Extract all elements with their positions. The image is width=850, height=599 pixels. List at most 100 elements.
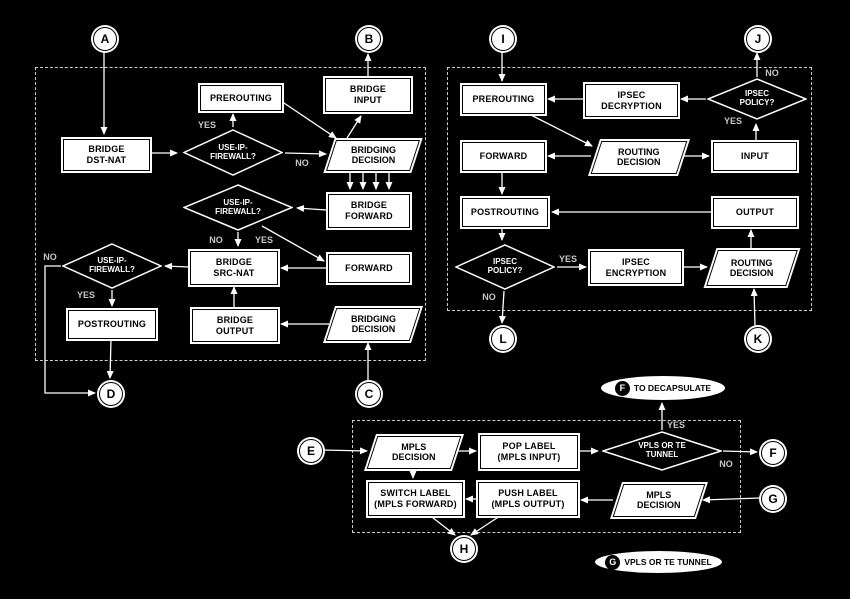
connector-f: F	[761, 441, 785, 465]
node-pop-label-mpls-input: POP LABEL (MPLS INPUT)	[480, 435, 578, 469]
connector-d: D	[99, 382, 123, 406]
node-ipsec-decryption: IPSEC DECRYPTION	[585, 84, 678, 117]
node-bridge-forward: BRIDGE FORWARD	[328, 194, 410, 228]
label: PREROUTING	[209, 92, 272, 103]
label: BRIDGING	[350, 145, 396, 156]
connector-k: K	[746, 327, 770, 351]
decision-use-ip-firewall-1: USE-IP- FIREWALL?	[183, 129, 283, 176]
label: POLICY?	[739, 98, 775, 107]
label: OUTPUT	[735, 207, 775, 218]
node-bridge-dst-nat: BRIDGE DST-NAT	[63, 139, 150, 171]
node-forward-ip: FORWARD	[462, 142, 545, 171]
node-bridging-decision-bottom: BRIDGING DECISION	[325, 308, 421, 341]
label: VPLS OR TE	[638, 441, 686, 451]
decision-vpls-or-te-tunnel: VPLS OR TE TUNNEL	[602, 431, 722, 471]
mpls-section-border	[352, 420, 741, 533]
label: FORWARD	[479, 151, 528, 162]
connector-g: G	[761, 487, 785, 511]
node-routing-decision-top: ROUTING DECISION	[590, 141, 688, 174]
decision-use-ip-firewall-3: USE-IP- FIREWALL?	[62, 243, 162, 289]
connector-g-inline: G	[605, 554, 621, 570]
label: IPSEC	[617, 89, 646, 100]
label: IPSEC	[492, 257, 517, 267]
diamond-shape	[602, 431, 722, 471]
label: BRIDGE	[350, 200, 388, 211]
connector-c: C	[357, 382, 381, 406]
label: BRIDGING	[350, 314, 396, 325]
label: VPLS OR TE TUNNEL	[624, 557, 712, 567]
label: DECRYPTION	[601, 100, 662, 111]
note-vpls-or-te-tunnel: G VPLS OR TE TUNNEL	[594, 550, 723, 574]
label: TO DECAPSULATE	[633, 383, 712, 393]
diamond-shape	[183, 184, 293, 231]
node-bridge-src-nat: BRIDGE SRC-NAT	[190, 251, 278, 285]
label: ROUTING	[618, 147, 660, 158]
decision-ipsec-policy-top: IPSEC POLICY?	[707, 78, 807, 120]
label: ENCRYPTION	[605, 267, 667, 278]
node-forward-bridge-section: FORWARD	[328, 254, 410, 283]
connector-a: A	[93, 27, 117, 51]
label: DST-NAT	[86, 155, 127, 165]
connector-j: J	[746, 27, 770, 51]
label: (MPLS OUTPUT)	[491, 499, 565, 509]
label: PUSH LABEL	[498, 488, 558, 499]
label: IPSEC	[621, 256, 650, 267]
node-mpls-decision-top: MPLS DECISION	[366, 436, 462, 469]
node-bridge-input: BRIDGE INPUT	[325, 78, 411, 112]
label: FIREWALL?	[210, 151, 256, 161]
connector-e: E	[299, 439, 323, 463]
label: FIREWALL?	[215, 206, 261, 216]
node-output-ip: OUTPUT	[713, 198, 797, 227]
connector-b: B	[357, 27, 381, 51]
label: FORWARD	[345, 211, 393, 221]
label: (MPLS FORWARD)	[374, 499, 457, 509]
node-postrouting-bridge: POSTROUTING	[68, 310, 156, 339]
node-push-label-mpls-output: PUSH LABEL (MPLS OUTPUT)	[478, 482, 578, 516]
node-routing-decision-bottom: ROUTING DECISION	[706, 250, 798, 286]
label: OUTPUT	[215, 325, 255, 336]
label: MPLS	[401, 442, 427, 453]
label: USE-IP-	[218, 142, 248, 152]
label: IPSEC	[744, 89, 769, 99]
ip-ipsec-section-border	[447, 67, 812, 311]
label: DECISION	[730, 268, 774, 278]
note-to-decapsulate: F TO DECAPSULATE	[600, 375, 726, 401]
connector-h: H	[452, 537, 476, 561]
label: INPUT	[354, 95, 382, 105]
diamond-shape	[707, 78, 807, 120]
diamond-shape	[183, 129, 283, 176]
label: TUNNEL	[645, 450, 679, 459]
label: DECISION	[351, 324, 395, 335]
node-postrouting-ip: POSTROUTING	[462, 198, 548, 227]
label: (MPLS INPUT)	[497, 452, 561, 462]
diamond-shape	[62, 243, 162, 289]
label: FIREWALL?	[89, 265, 135, 274]
label: DECISION	[637, 500, 681, 511]
label: BRIDGE	[88, 144, 125, 155]
label: BRIDGE	[349, 84, 387, 95]
node-input-ip: INPUT	[713, 142, 797, 171]
bridge-section-border	[35, 67, 426, 361]
label: FORWARD	[345, 263, 393, 274]
label: POP LABEL	[502, 441, 556, 452]
label: USE-IP-	[97, 256, 127, 266]
label: SWITCH LABEL	[380, 488, 451, 499]
decision-use-ip-firewall-2: USE-IP- FIREWALL?	[183, 184, 293, 231]
connector-i: I	[491, 27, 515, 51]
diamond-shape	[455, 244, 555, 290]
label: ROUTING	[731, 257, 773, 268]
connector-l: L	[491, 327, 515, 351]
label: POSTROUTING	[77, 319, 147, 330]
label: MPLS	[646, 490, 672, 501]
label: DECISION	[617, 157, 661, 168]
label: BRIDGE	[215, 257, 253, 268]
label: POSTROUTING	[470, 207, 540, 218]
label: POLICY?	[487, 266, 523, 275]
label: BRIDGE	[216, 314, 254, 325]
label: PREROUTING	[472, 94, 535, 105]
label: INPUT	[741, 151, 769, 162]
label: USE-IP-	[223, 197, 253, 207]
label: DECISION	[351, 155, 395, 166]
node-switch-label-mpls-forward: SWITCH LABEL (MPLS FORWARD)	[368, 482, 463, 516]
